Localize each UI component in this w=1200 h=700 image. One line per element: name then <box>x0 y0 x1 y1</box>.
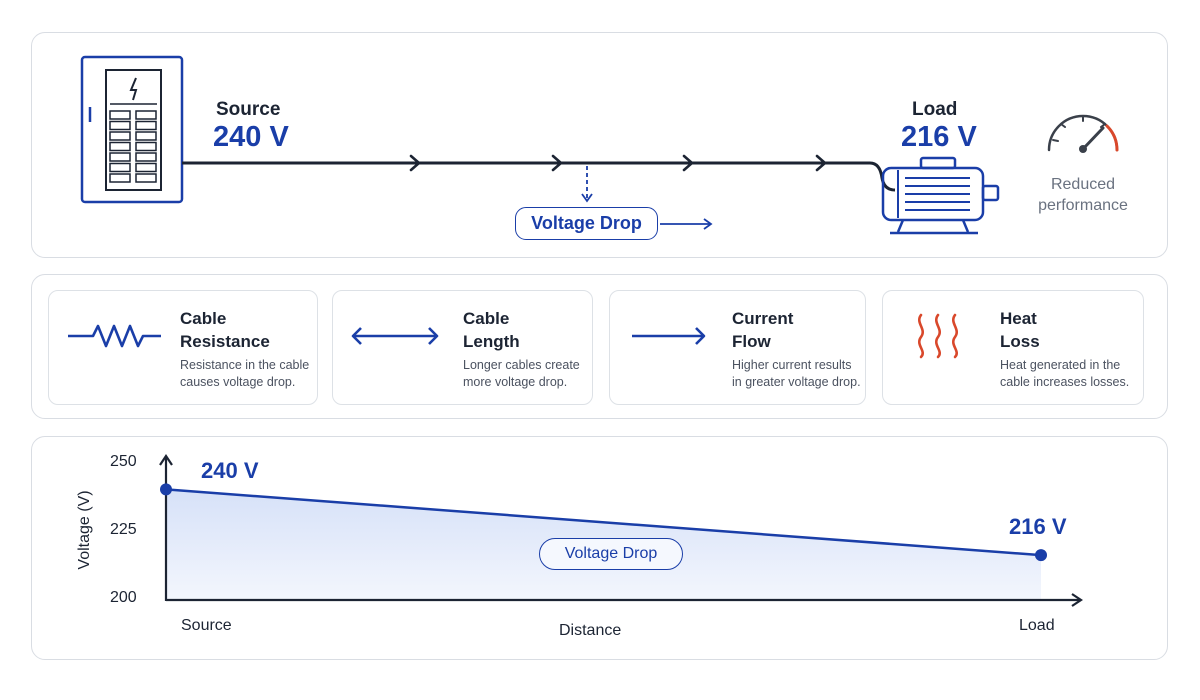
factor-card-length: Cable Length Longer cables create more v… <box>332 290 593 405</box>
factor-desc: Heat generated in the cable increases lo… <box>1000 358 1130 389</box>
flow-arrow <box>682 154 694 172</box>
breaker-slot <box>135 120 157 131</box>
arrow-right-icon <box>632 327 706 345</box>
load-voltage: 216 V <box>901 121 977 153</box>
x-category-load: Load <box>1019 617 1055 634</box>
breaker-slot <box>109 141 131 152</box>
x-axis-label: Distance <box>559 622 622 639</box>
factor-title: Current Flow <box>732 309 794 351</box>
breaker-slot <box>135 152 157 162</box>
double-arrow-icon <box>351 327 439 345</box>
load-label: Load <box>912 99 958 120</box>
breaker-slot <box>109 131 131 141</box>
breaker-slot <box>135 110 157 120</box>
gauge-icon <box>1047 114 1119 153</box>
resistor-icon <box>68 324 161 348</box>
chart-drop-badge: Voltage Drop <box>539 538 683 570</box>
performance-note: Reduced performance <box>1023 174 1143 216</box>
breaker-slot <box>135 131 157 141</box>
factor-desc: Longer cables create more voltage drop. <box>463 358 580 389</box>
heat-waves-icon <box>918 313 958 359</box>
factor-title: Cable Resistance <box>180 309 270 351</box>
motor-icon <box>881 156 1000 235</box>
factor-card-heat: Heat Loss Heat generated in the cable in… <box>882 290 1144 405</box>
breaker-slot <box>109 152 131 162</box>
y-tick: 225 <box>110 521 137 538</box>
flow-arrow <box>551 154 563 172</box>
voltage-line <box>165 488 1042 557</box>
breaker-slot <box>109 120 131 131</box>
breaker-slot <box>109 173 131 183</box>
source-voltage: 240 V <box>213 121 289 153</box>
source-label: Source <box>216 99 281 120</box>
circuit-diagram <box>80 55 1119 235</box>
factor-card-current: Current Flow Higher current results in g… <box>609 290 866 405</box>
flow-arrow <box>409 154 421 172</box>
factor-title: Heat Loss <box>1000 309 1040 351</box>
factor-desc: Resistance in the cable causes voltage d… <box>180 358 310 389</box>
factor-title: Cable Length <box>463 309 520 351</box>
y-tick: 200 <box>110 589 137 606</box>
breaker-slot <box>109 110 131 120</box>
load-point-label: 216 V <box>1009 514 1067 539</box>
electrical-panel-icon <box>80 55 184 204</box>
breaker-slot <box>135 173 157 183</box>
source-point-label: 240 V <box>201 458 259 483</box>
factor-desc: Higher current results in greater voltag… <box>732 358 861 389</box>
x-category-source: Source <box>181 617 232 634</box>
breaker-slot <box>135 162 157 173</box>
voltage-drop-badge: Voltage Drop <box>515 207 658 240</box>
performance-line-2: performance <box>1038 197 1128 214</box>
performance-line-1: Reduced <box>1050 176 1116 193</box>
breaker-slot <box>135 141 157 152</box>
data-point-load <box>1035 549 1047 562</box>
breaker-slot <box>109 162 131 173</box>
data-point-source <box>160 483 172 496</box>
factor-card-resistance: Cable Resistance Resistance in the cable… <box>48 290 318 405</box>
y-axis-label: Voltage (V) <box>76 490 93 569</box>
flow-arrow <box>815 154 827 172</box>
y-tick: 250 <box>110 453 137 470</box>
